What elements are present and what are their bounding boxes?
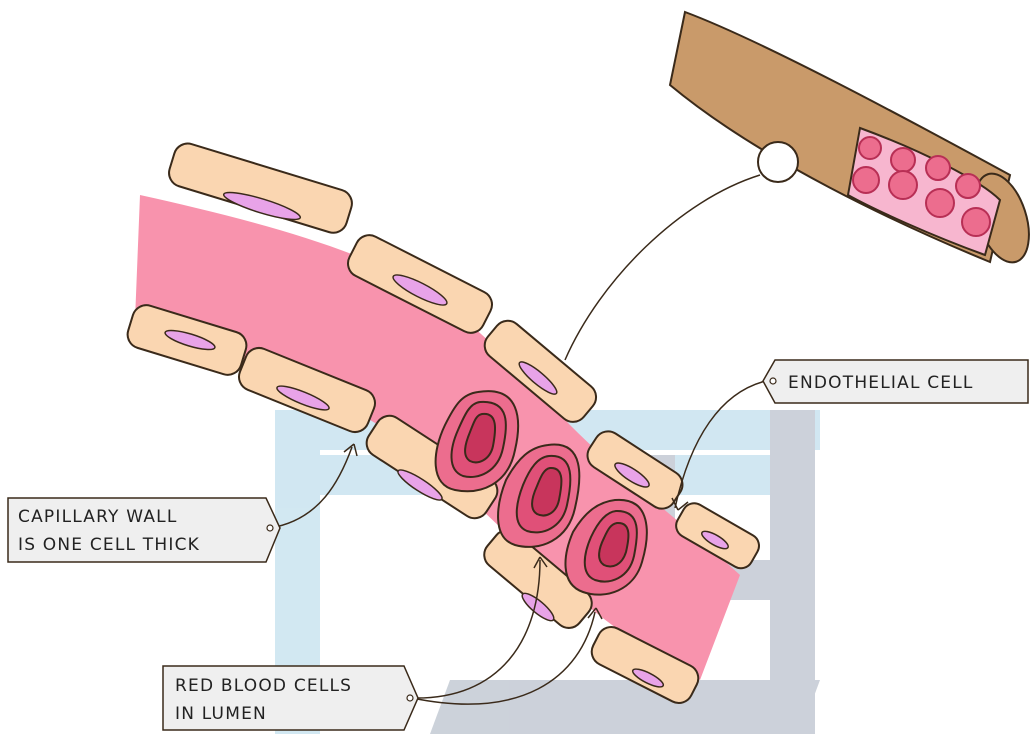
red-blood-cells-label-line2: IN LUMEN <box>175 704 267 724</box>
vessel-overview <box>670 12 1033 269</box>
red-blood-cells-label-line1: RED BLOOD CELLS <box>175 676 352 696</box>
label-capillary-wall: CAPILLARY WALL IS ONE CELL THICK <box>8 498 280 562</box>
label-red-blood-cells: RED BLOOD CELLS IN LUMEN <box>163 666 418 730</box>
capillary-wall-label-line1: CAPILLARY WALL <box>18 507 178 527</box>
capillary-wall-label-line2: IS ONE CELL THICK <box>18 535 200 555</box>
label-endothelial-cell: ENDOTHELIAL CELL <box>763 360 1028 403</box>
magnify-connector <box>565 175 760 360</box>
watermark-bottom-bar <box>430 680 820 734</box>
magnify-circle-icon <box>758 142 798 182</box>
endothelial-cell-label: ENDOTHELIAL CELL <box>788 373 974 393</box>
